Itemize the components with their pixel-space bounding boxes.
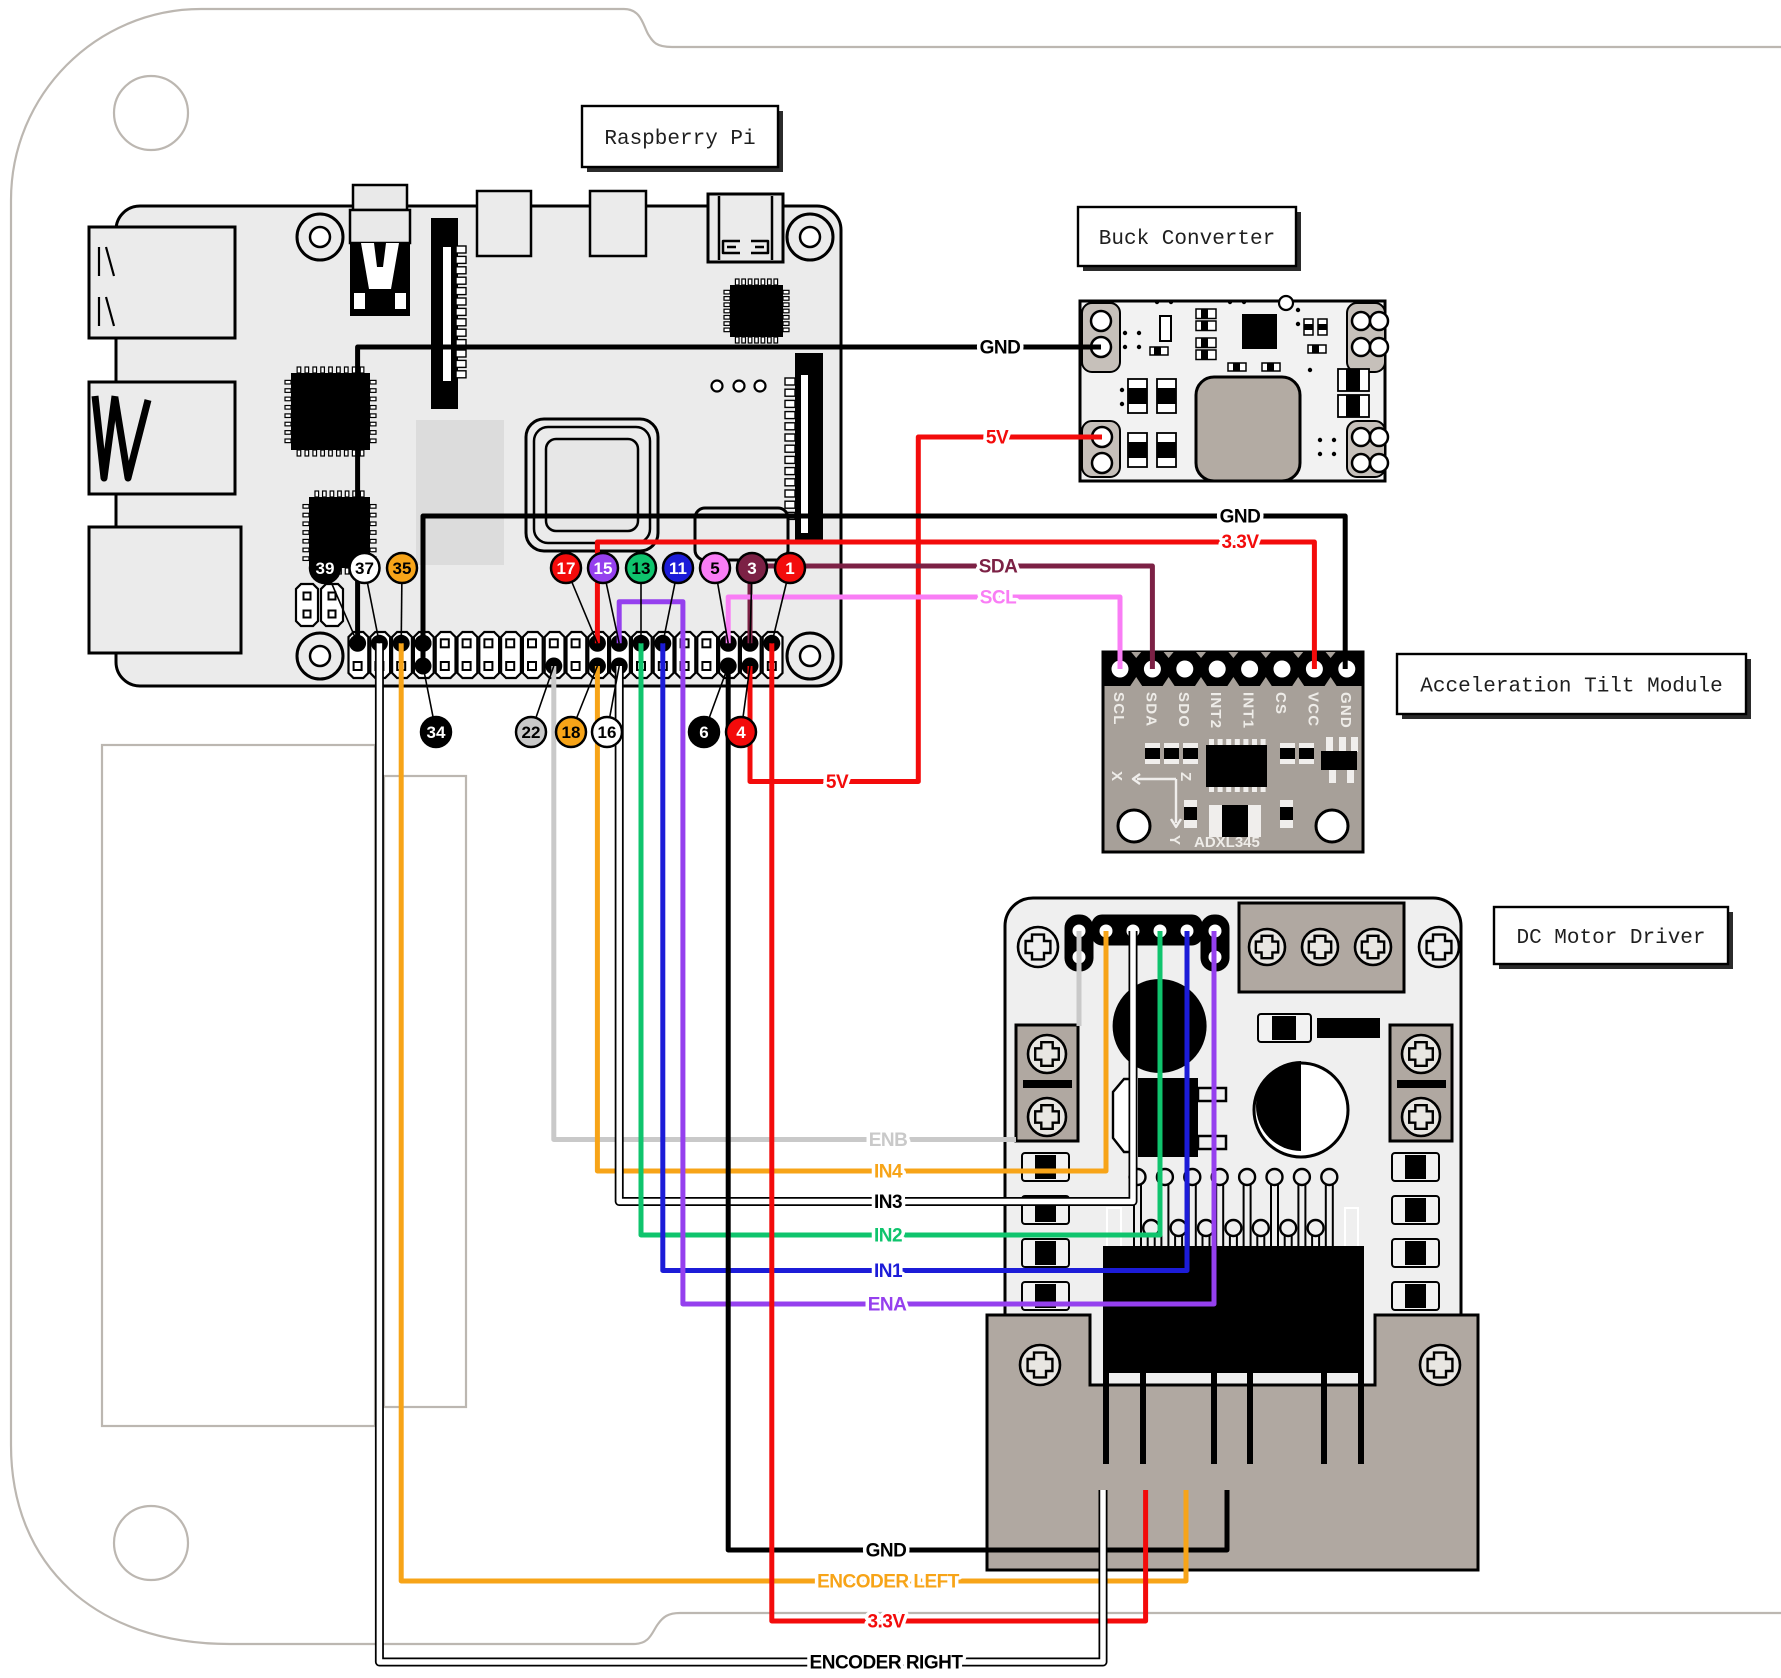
svg-text:5V: 5V [986, 428, 1009, 449]
svg-text:GND: GND [980, 338, 1021, 359]
svg-text:6: 6 [699, 723, 708, 742]
svg-text:18: 18 [562, 723, 581, 742]
svg-text:DC Motor Driver: DC Motor Driver [1516, 927, 1705, 950]
svg-text:15: 15 [594, 559, 613, 578]
svg-text:ENCODER RIGHT: ENCODER RIGHT [810, 1653, 964, 1674]
svg-text:IN4: IN4 [874, 1162, 903, 1183]
svg-text:ENA: ENA [868, 1295, 907, 1316]
svg-text:GND: GND [866, 1541, 907, 1562]
svg-text:1: 1 [785, 559, 794, 578]
svg-text:SDO: SDO [1175, 692, 1192, 728]
svg-text:5V: 5V [826, 772, 849, 793]
svg-text:3: 3 [747, 559, 756, 578]
svg-text:Buck Converter: Buck Converter [1099, 228, 1275, 251]
svg-text:Raspberry Pi: Raspberry Pi [604, 128, 755, 151]
svg-text:Y: Y [1166, 835, 1183, 845]
svg-text:Acceleration Tilt Module: Acceleration Tilt Module [1420, 676, 1722, 699]
svg-text:X: X [1108, 771, 1125, 781]
svg-text:11: 11 [669, 559, 687, 578]
svg-text:INT1: INT1 [1240, 692, 1257, 729]
svg-text:INT2: INT2 [1207, 692, 1224, 729]
svg-text:5: 5 [710, 559, 719, 578]
svg-text:ENB: ENB [869, 1130, 908, 1151]
svg-text:VCC: VCC [1304, 692, 1321, 727]
svg-text:34: 34 [427, 723, 446, 742]
svg-text:IN2: IN2 [874, 1226, 902, 1247]
svg-text:13: 13 [632, 559, 651, 578]
svg-text:22: 22 [522, 723, 541, 742]
svg-text:35: 35 [393, 559, 412, 578]
svg-text:4: 4 [736, 723, 746, 742]
svg-text:IN1: IN1 [874, 1261, 903, 1282]
svg-text:SCL: SCL [980, 588, 1017, 609]
svg-text:IN3: IN3 [874, 1192, 902, 1213]
svg-text:GND: GND [1220, 507, 1261, 528]
svg-text:SCL: SCL [1110, 692, 1127, 726]
svg-text:ENCODER LEFT: ENCODER LEFT [817, 1572, 960, 1593]
svg-text:3.3V: 3.3V [867, 1612, 905, 1633]
svg-text:Z: Z [1177, 772, 1194, 781]
svg-text:SDA: SDA [1142, 692, 1159, 727]
svg-text:CS: CS [1272, 692, 1289, 715]
svg-text:GND: GND [1337, 692, 1354, 729]
svg-text:3.3V: 3.3V [1221, 532, 1259, 553]
svg-text:16: 16 [598, 723, 617, 742]
svg-text:37: 37 [355, 559, 374, 578]
svg-text:39: 39 [316, 559, 335, 578]
svg-text:SDA: SDA [979, 557, 1018, 578]
svg-text:ADXL345: ADXL345 [1194, 834, 1260, 851]
svg-text:17: 17 [557, 559, 576, 578]
